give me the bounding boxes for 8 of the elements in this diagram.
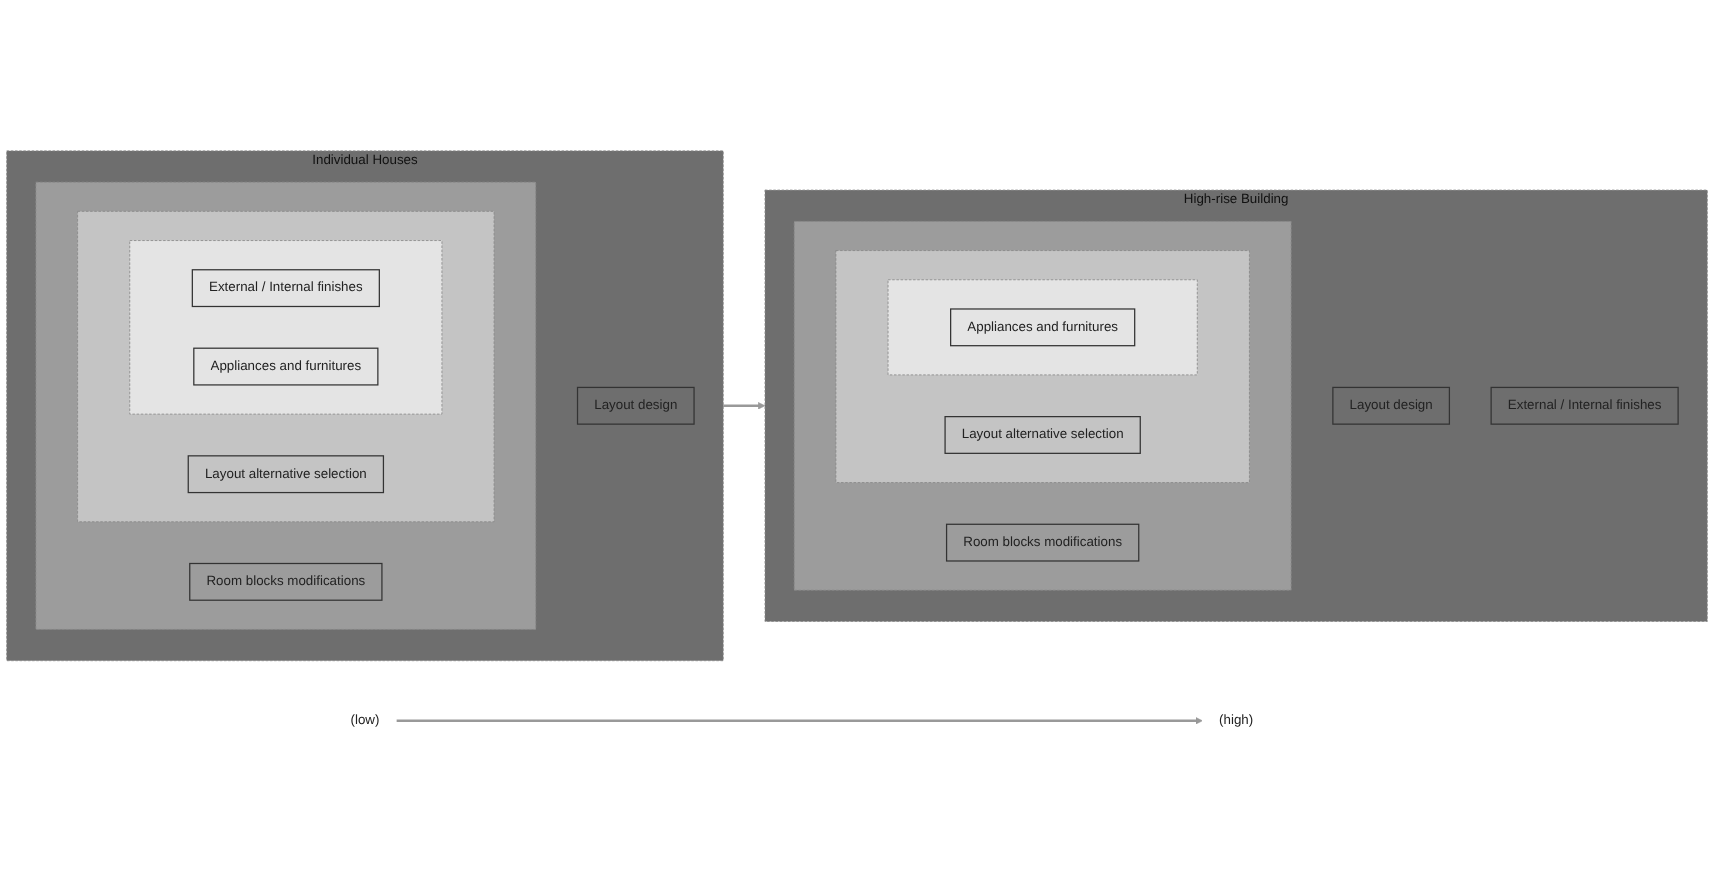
cluster: [77, 210, 495, 523]
arrow: [396, 717, 1203, 725]
arrow: [723, 402, 766, 410]
cluster: [887, 279, 1198, 376]
cluster: [35, 181, 537, 630]
cluster: [129, 240, 443, 415]
cluster: [793, 220, 1292, 591]
cluster: [835, 250, 1250, 483]
